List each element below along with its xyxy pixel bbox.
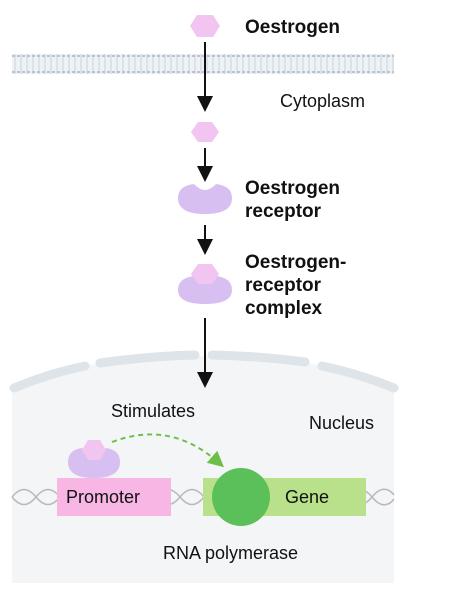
hexagon-icon <box>191 122 219 142</box>
label-nucleus: Nucleus <box>309 413 374 433</box>
label-receptor-line2: receptor <box>245 201 322 222</box>
label-promoter: Promoter <box>66 487 140 507</box>
label-receptor-line1: Oestrogen <box>245 178 340 199</box>
cell-membrane <box>12 54 394 74</box>
nucleus <box>9 350 399 583</box>
label-cytoplasm: Cytoplasm <box>280 91 365 111</box>
label-rna-polymerase: RNA polymerase <box>163 543 298 563</box>
label-gene: Gene <box>285 487 329 507</box>
circle-icon <box>212 468 270 526</box>
label-complex-line3: complex <box>245 298 323 319</box>
promoter-box <box>57 478 171 516</box>
label-complex-line1: Oestrogen- <box>245 252 346 273</box>
bound-complex-icon <box>68 440 120 478</box>
label-complex-line2: receptor <box>245 275 322 296</box>
oestrogen-receptor-complex-icon <box>178 264 232 304</box>
label-oestrogen: Oestrogen <box>245 17 340 38</box>
nuclear-envelope-segment <box>207 350 310 367</box>
label-stimulates: Stimulates <box>111 401 195 421</box>
hexagon-icon <box>190 15 220 37</box>
nuclear-envelope-segment <box>95 350 200 368</box>
receptor-icon <box>178 184 232 214</box>
nuclear-envelope-segment <box>9 361 90 393</box>
stimulates-arrow <box>111 433 225 468</box>
nuclear-envelope-segment <box>317 361 399 393</box>
